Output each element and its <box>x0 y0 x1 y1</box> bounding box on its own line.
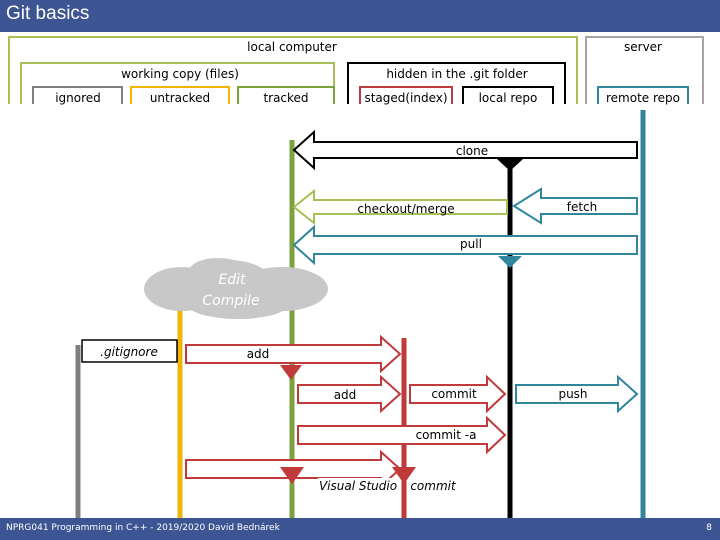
slide-title: Git basics <box>6 3 90 24</box>
checkout-merge-arrow <box>292 188 508 226</box>
local-repo-header-frame <box>462 86 554 104</box>
ignored-header: ignored <box>55 91 101 105</box>
local-computer-bracket <box>8 36 578 104</box>
vs-commit-label-box <box>409 478 457 494</box>
commit-arrow <box>409 374 507 414</box>
remote-repo-header: remote repo <box>606 91 680 105</box>
footer-bar: NPRG041 Programming in C++ - 2019/2020 D… <box>0 518 720 540</box>
visual-studio-drop-marker-staged <box>392 467 416 484</box>
add-bottom-label: add <box>334 388 357 402</box>
title-bar: Git basics <box>0 0 720 32</box>
clone-arrow <box>292 129 638 171</box>
pull-label: pull <box>460 237 482 251</box>
add-top-drop-marker <box>280 365 302 380</box>
server-bracket <box>585 36 704 104</box>
gitignore-label: .gitignore <box>100 345 158 359</box>
local-computer-label: local computer <box>247 40 337 54</box>
pull-origin-marker <box>498 256 522 268</box>
commit-a-label: commit -a <box>416 428 477 442</box>
local-repo-header: local repo <box>479 91 538 105</box>
ignored-header-frame <box>32 86 123 104</box>
add-top-arrow <box>185 334 402 374</box>
add-bottom-arrow <box>297 374 402 414</box>
commit-label: commit <box>431 387 477 401</box>
tracked-header-frame <box>237 86 335 104</box>
visual-studio-label: Visual Studio <box>319 479 397 493</box>
staged-header: staged(index) <box>364 91 447 105</box>
working-copy-label: working copy (files) <box>121 67 239 81</box>
clone-label: clone <box>456 144 488 158</box>
pull-arrow <box>292 224 638 266</box>
staged-header-frame <box>359 86 453 104</box>
hidden-git-label: hidden in the .git folder <box>386 67 527 81</box>
server-label: server <box>624 40 662 54</box>
checkout-merge-label: checkout/merge <box>357 202 454 216</box>
working-copy-bracket <box>20 62 335 104</box>
visual-studio-drop-marker-tracked <box>280 467 304 484</box>
page-number: 8 <box>706 523 712 533</box>
untracked-header: untracked <box>150 91 210 105</box>
fetch-arrow <box>512 187 638 225</box>
edit-label: Edit <box>218 272 246 288</box>
add-top-label: add <box>247 347 270 361</box>
compile-label: Compile <box>202 293 259 309</box>
push-label: push <box>558 387 587 401</box>
clone-origin-marker <box>497 159 523 171</box>
tracked-header: tracked <box>263 91 308 105</box>
untracked-header-frame <box>130 86 230 104</box>
fetch-label: fetch <box>567 200 598 214</box>
gitignore-box <box>81 339 178 363</box>
edit-compile-cloud <box>144 258 328 319</box>
commit-a-arrow <box>297 415 507 455</box>
remote-repo-header-frame <box>597 86 689 104</box>
footer-course: NPRG041 Programming in C++ - 2019/2020 D… <box>6 523 280 533</box>
push-arrow <box>515 374 639 414</box>
vs-commit-label: commit <box>410 479 457 493</box>
hidden-git-bracket <box>347 62 566 104</box>
visual-studio-label-box <box>318 478 398 494</box>
git-diagram: local computer server working copy (file… <box>8 36 704 518</box>
